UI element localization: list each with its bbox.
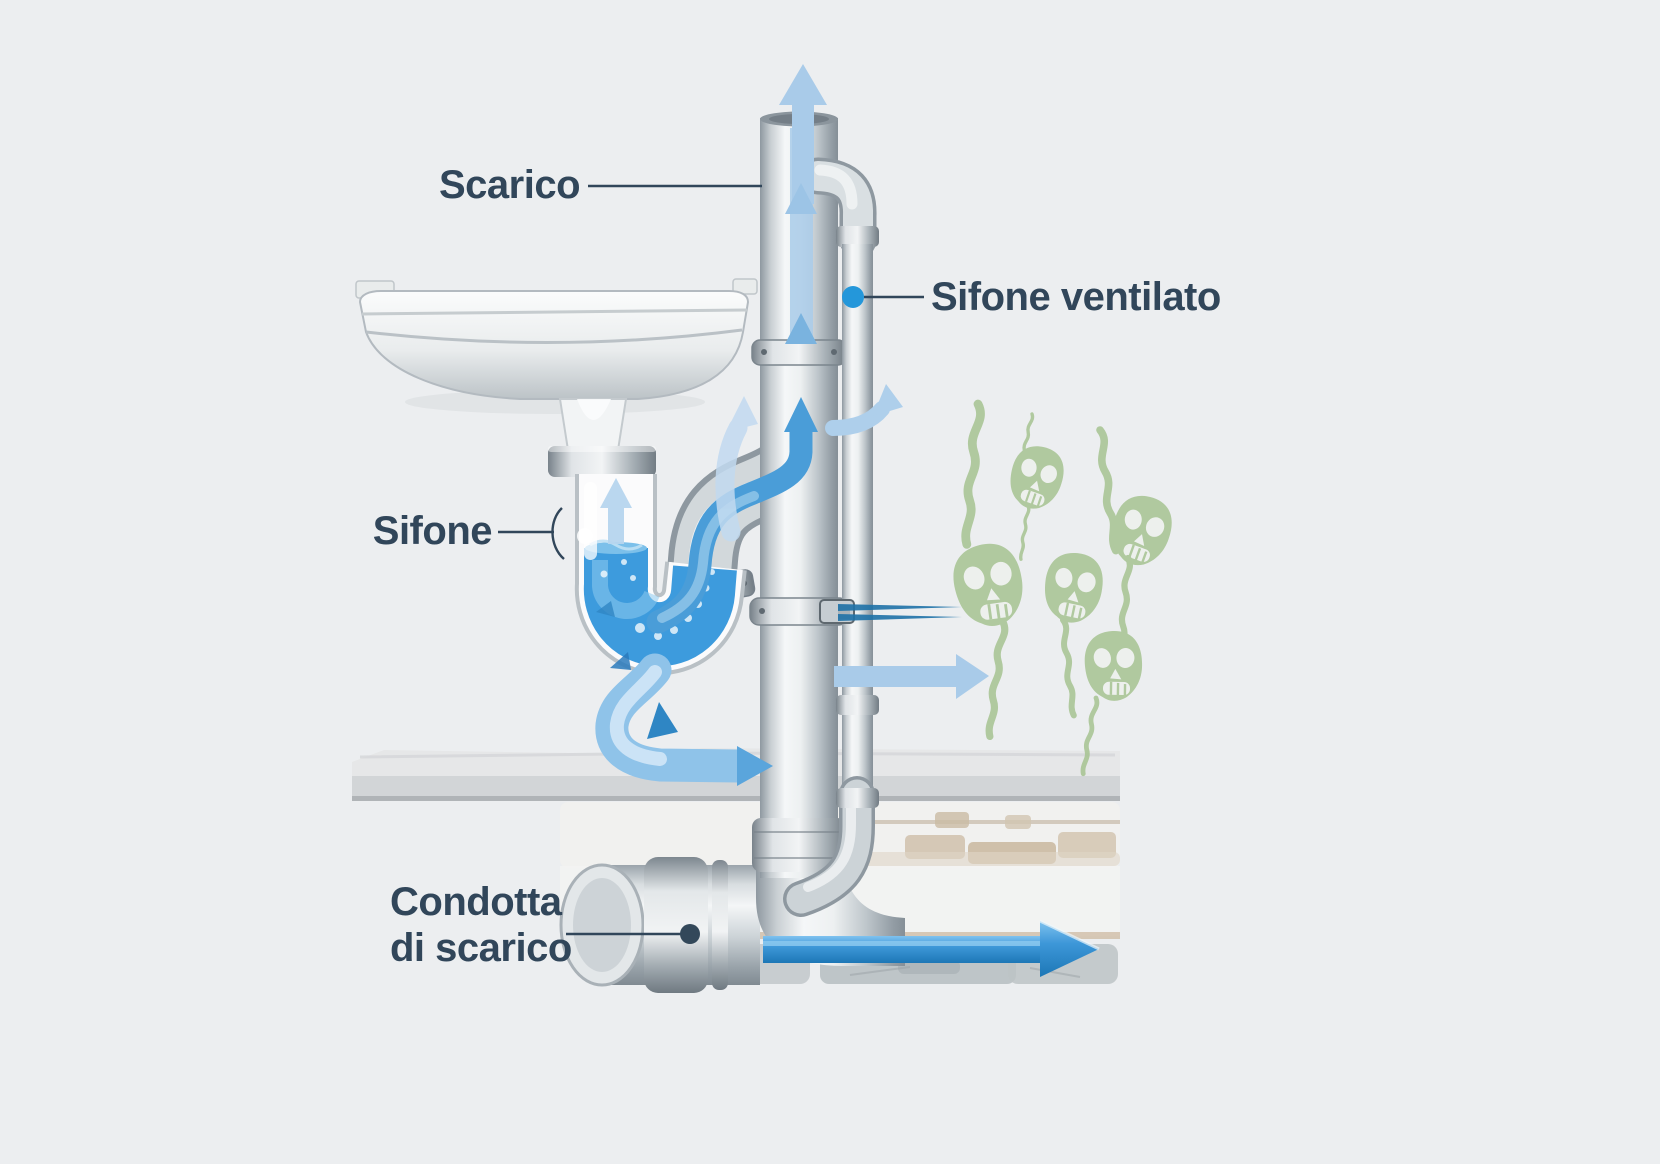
trap-up-arrow [600,478,632,544]
label-condotta-di-scarico: Condotta di scarico [390,879,572,971]
sewer-gas-group [944,404,1179,774]
label-scarico: Scarico [438,163,581,207]
flow-arrow-trap-outflow [595,653,773,786]
tailpiece-nut [548,446,656,477]
drain-pipe-condotta [559,857,760,993]
glass-highlight [577,528,593,544]
label-condotta-line2: di scarico [390,926,572,970]
leader-lines [498,184,924,936]
flow-arrow-drain [763,919,1100,977]
marker-dot-dark [680,924,700,944]
flow-arrow-vent-out [825,384,903,436]
sink-right-tab [732,278,758,295]
vent-top-collar [836,226,879,247]
flow-arrow-gas-right [834,654,989,699]
skull-gas-icon [1003,440,1070,562]
flow-speed-lines [838,604,962,621]
vent-pipe-sifone-ventilato [783,157,879,917]
leader-sifone-hook [551,507,565,560]
sink [355,278,758,477]
gas-wisp-icon [963,404,981,545]
trap-sifone [574,474,747,676]
label-sifone-ventilato: Sifone ventilato [931,275,1221,319]
flow-arrow-outside-stack [715,396,758,542]
flow-band-in-stack [790,128,813,342]
stack-pipe-scarico [749,111,849,878]
flow-arrows [595,64,1100,977]
label-condotta-line1: Condotta [390,880,562,924]
skull-gas-icon [944,535,1034,737]
label-sifone: Sifone [372,509,493,553]
marker-dot-blue [842,286,864,308]
vent-bottom-collar [836,788,879,808]
sink-basin [358,290,750,400]
vent-mid-collar [836,695,879,715]
